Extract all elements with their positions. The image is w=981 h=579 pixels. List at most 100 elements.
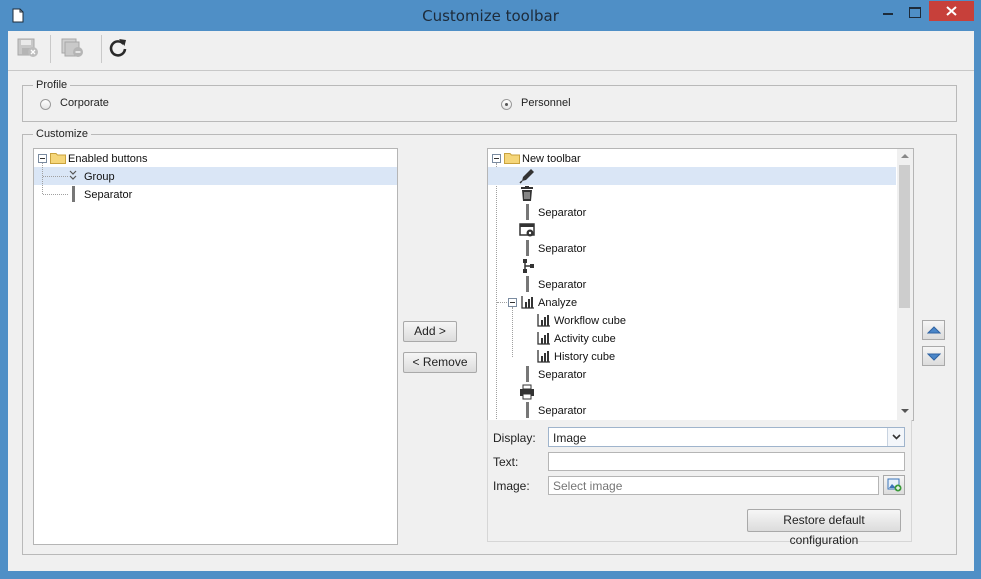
separator-icon (526, 204, 529, 220)
move-up-button[interactable] (922, 320, 945, 340)
chart-icon (537, 350, 550, 363)
collapse-icon[interactable] (492, 154, 501, 163)
title-bar (0, 0, 981, 31)
tree-line (496, 163, 497, 420)
document-icon (12, 8, 24, 23)
tree-item-label: History cube (554, 351, 616, 363)
refresh-icon[interactable] (108, 38, 128, 58)
image-add-icon (887, 478, 902, 492)
tree-item-label: Activity cube (554, 333, 616, 345)
tree-item-separator[interactable]: Separator (488, 365, 896, 383)
tree-item-delete[interactable] (488, 185, 896, 203)
triangle-down-icon (927, 353, 941, 361)
personnel-radio[interactable] (501, 99, 512, 110)
profile-group: Profile (22, 79, 957, 122)
tree-item-workflow[interactable] (488, 257, 896, 275)
tree-item-label: Separator (538, 369, 587, 381)
tree-item-label: Separator (84, 189, 133, 201)
tree-item-separator[interactable]: Separator (488, 401, 896, 419)
tree-item-history-cube[interactable]: History cube (488, 347, 896, 365)
personnel-label: Personnel (521, 97, 571, 109)
tree-item-label: Separator (538, 279, 587, 291)
group-chevron-icon (69, 170, 77, 180)
display-value: Image (553, 431, 587, 445)
profile-legend: Profile (36, 79, 68, 91)
tree-item-label: Separator (538, 207, 587, 219)
tree-line (512, 307, 513, 357)
customize-group: Customize (22, 128, 957, 555)
chevron-down-icon (892, 434, 901, 440)
customize-legend: Customize (36, 128, 88, 140)
tree-root-label: New toolbar (522, 153, 581, 165)
tree-line (43, 176, 68, 177)
triangle-up-icon (927, 326, 941, 334)
corporate-radio-option[interactable]: Corporate (40, 97, 160, 112)
tree-item-separator[interactable]: Separator (488, 239, 896, 257)
tree-item-label: Group (84, 171, 115, 183)
select-image-button[interactable] (883, 475, 905, 495)
toolbar (8, 31, 974, 71)
restore-default-button[interactable]: Restore default configuration (747, 509, 901, 547)
corporate-label: Corporate (60, 97, 109, 109)
tree-item-label: Separator (538, 243, 587, 255)
corporate-radio[interactable] (40, 99, 51, 110)
tree-line (497, 302, 511, 303)
close-button[interactable] (929, 1, 974, 21)
maximize-icon (909, 7, 921, 18)
tree-item-workflow-cube[interactable]: Workflow cube (488, 311, 896, 329)
vertical-scrollbar[interactable] (897, 149, 913, 420)
scroll-up-icon[interactable] (901, 153, 909, 159)
image-label: Image: (493, 479, 530, 493)
toolbar-divider (101, 35, 102, 63)
tree-item-print[interactable] (488, 383, 896, 401)
personnel-radio-option[interactable]: Personnel (501, 97, 621, 112)
scroll-down-icon[interactable] (901, 408, 909, 414)
workflow-icon (523, 259, 534, 273)
chart-icon (537, 314, 550, 327)
separator-icon (526, 276, 529, 292)
minimize-icon (883, 13, 893, 15)
maximize-button[interactable] (905, 4, 925, 22)
scrollbar-thumb[interactable] (899, 165, 910, 308)
separator-icon (526, 240, 529, 256)
pencil-icon (519, 169, 534, 184)
chart-icon (537, 332, 550, 345)
move-down-button[interactable] (922, 346, 945, 366)
dropdown-button[interactable] (887, 428, 904, 446)
display-select[interactable]: Image (548, 427, 905, 447)
tree-item-pencil[interactable] (488, 167, 896, 185)
tree-item-separator[interactable]: Separator (488, 203, 896, 221)
separator-icon (526, 402, 529, 418)
window-title: Customize toolbar (422, 7, 559, 25)
folder-icon (50, 153, 66, 164)
close-icon (946, 6, 957, 16)
tree-item-separator[interactable]: Separator (34, 185, 397, 203)
tree-item-window-settings[interactable] (488, 221, 896, 239)
save-new-icon[interactable] (61, 38, 85, 58)
remove-button[interactable]: < Remove (403, 352, 477, 373)
save-close-icon[interactable] (17, 38, 39, 58)
new-toolbar-tree[interactable]: New toolbar Separator Separator (487, 148, 914, 421)
minimize-button[interactable] (879, 4, 897, 22)
display-label: Display: (493, 431, 536, 445)
folder-icon (504, 153, 520, 164)
collapse-icon[interactable] (38, 154, 47, 163)
tree-item-label: Workflow cube (554, 315, 626, 327)
text-label: Text: (493, 455, 519, 469)
tree-line (42, 163, 43, 194)
tree-item-group[interactable]: Group (34, 167, 397, 185)
tree-item-separator[interactable]: Separator (488, 275, 896, 293)
printer-icon (520, 384, 534, 400)
text-input[interactable] (548, 452, 905, 471)
window-settings-icon (519, 223, 535, 237)
trash-icon (521, 186, 533, 201)
tree-item-label: Analyze (538, 297, 578, 309)
tree-item-analyze[interactable]: Analyze (488, 293, 896, 311)
add-button[interactable]: Add > (403, 321, 457, 342)
tree-line (43, 194, 68, 195)
enabled-buttons-tree[interactable]: Enabled buttons Group Separator (33, 148, 398, 545)
image-input[interactable] (548, 476, 879, 495)
collapse-icon[interactable] (508, 298, 517, 307)
toolbar-divider (50, 35, 51, 63)
tree-item-activity-cube[interactable]: Activity cube (488, 329, 896, 347)
